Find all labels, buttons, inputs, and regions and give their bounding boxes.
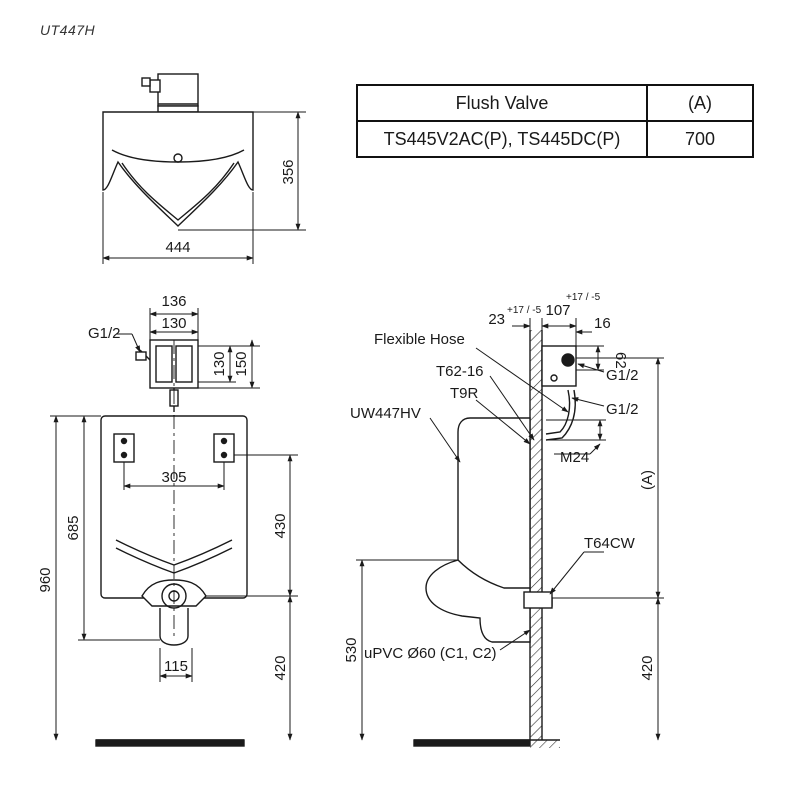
dim-bracket-spacing: 305 [161, 469, 186, 486]
dim-bracket-to-outlet: 430 [272, 513, 289, 538]
label-side-inlet-1: G1/2 [606, 367, 639, 384]
dim-valve-height-outer: 150 [233, 351, 250, 376]
spec-header-flush-valve: Flush Valve [356, 84, 648, 122]
label-t64cw: T64CW [584, 535, 636, 552]
spec-table-row: TS445V2AC(P), TS445DC(P) 700 [356, 120, 754, 158]
spec-header-a: (A) [646, 84, 754, 122]
dim-side-outlet-height: 420 [639, 655, 656, 680]
dim-front-outlet-height: 420 [272, 655, 289, 680]
front-flush-valve [135, 339, 199, 416]
label-t62-16: T62-16 [436, 363, 484, 380]
label-m24: M24 [560, 449, 589, 466]
dim-side-lip-height: 530 [343, 637, 360, 662]
side-floor [413, 739, 560, 748]
side-urinal-body [425, 417, 553, 643]
top-view [102, 73, 306, 264]
dim-side-depth-tolerance: +17 / -5 [566, 292, 601, 303]
dim-side-offset: 23 [488, 311, 505, 328]
label-front-inlet: G1/2 [88, 325, 121, 342]
side-view [356, 318, 664, 748]
side-dimensions [356, 318, 664, 741]
dim-side-62: 62 [612, 352, 629, 369]
dim-lip-height: 685 [65, 515, 82, 540]
front-urinal-body [100, 340, 248, 646]
top-view-urinal-outline [102, 111, 254, 227]
label-side-inlet-2: G1/2 [606, 401, 639, 418]
front-dimensions [50, 308, 298, 741]
side-wall [529, 330, 543, 740]
top-view-flush-valve [141, 73, 199, 113]
dim-side-offset-tolerance: +17 / -5 [507, 305, 542, 316]
spec-cell-a-value: 700 [646, 120, 754, 158]
dim-top-width: 444 [165, 239, 190, 256]
label-uw447hv: UW447HV [350, 405, 421, 422]
dim-valve-height-inner: 130 [211, 351, 228, 376]
spec-table-header-row: Flush Valve (A) [356, 84, 754, 122]
dim-outlet-width: 115 [164, 658, 188, 675]
label-dim-a: (A) [639, 470, 656, 490]
front-floor [95, 739, 245, 747]
model-title: UT447H [40, 22, 96, 38]
label-upvc-pipe: uPVC Ø60 (C1, C2) [364, 645, 497, 662]
flush-valve-spec-table: Flush Valve (A) TS445V2AC(P), TS445DC(P)… [356, 84, 754, 158]
dim-side-16: 16 [594, 315, 611, 332]
label-t9r: T9R [450, 385, 479, 402]
spec-cell-valve-models: TS445V2AC(P), TS445DC(P) [356, 120, 648, 158]
label-flexible-hose: Flexible Hose [374, 331, 465, 348]
dim-valve-width-inner: 130 [161, 315, 186, 332]
front-view [50, 308, 298, 747]
dim-valve-width-outer: 136 [161, 293, 186, 310]
dim-side-depth: 107 [545, 302, 570, 319]
dim-top-depth: 356 [280, 159, 297, 184]
dim-total-height: 960 [37, 567, 54, 592]
side-flush-valve [541, 345, 577, 441]
top-view-dimensions [102, 111, 306, 264]
